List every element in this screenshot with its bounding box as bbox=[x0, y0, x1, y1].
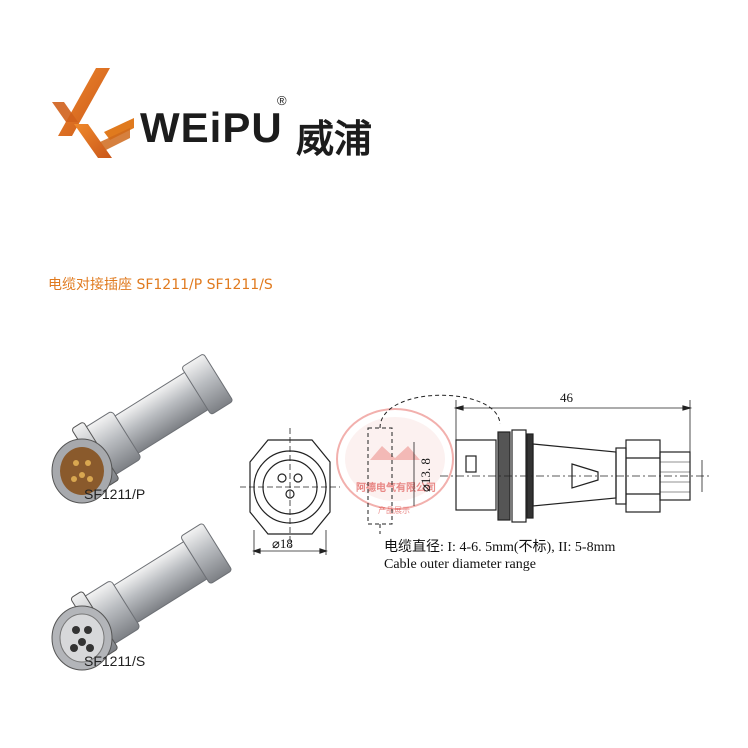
product-title: 电缆对接插座 SF1211/P SF1211/S bbox=[48, 277, 273, 293]
front-view bbox=[240, 428, 340, 555]
stamp-company-text: 阿德电气有限公司 bbox=[356, 483, 436, 494]
connector-plug-photo bbox=[51, 354, 233, 504]
connector-socket-photo bbox=[51, 523, 232, 671]
brand-logo-icon bbox=[52, 68, 134, 158]
dim-front-diameter: ⌀18 bbox=[272, 536, 293, 551]
technical-drawing: ⌀18 ⌀13. 8 46 bbox=[240, 390, 710, 555]
dim-overall-length: 46 bbox=[560, 390, 574, 405]
side-view bbox=[440, 400, 710, 523]
cable-range-en: Cable outer diameter range bbox=[384, 557, 536, 572]
section-outline bbox=[367, 394, 501, 534]
cable-range-cn: 电缆直径: I: 4-6. 5mm(不标), II: 5-8mm bbox=[384, 540, 616, 555]
stamp-subtitle-text: 产品展示 bbox=[378, 506, 410, 515]
photo-caption-s: SF1211/S bbox=[84, 653, 146, 669]
dim-inner-diameter: ⌀13. 8 bbox=[418, 458, 433, 492]
registered-mark: ® bbox=[277, 93, 287, 108]
brand-name-cn: 威浦 bbox=[296, 117, 373, 161]
photo-caption-p: SF1211/P bbox=[84, 486, 146, 502]
brand-name: WEiPU bbox=[140, 104, 283, 151]
company-stamp-watermark bbox=[336, 408, 454, 510]
